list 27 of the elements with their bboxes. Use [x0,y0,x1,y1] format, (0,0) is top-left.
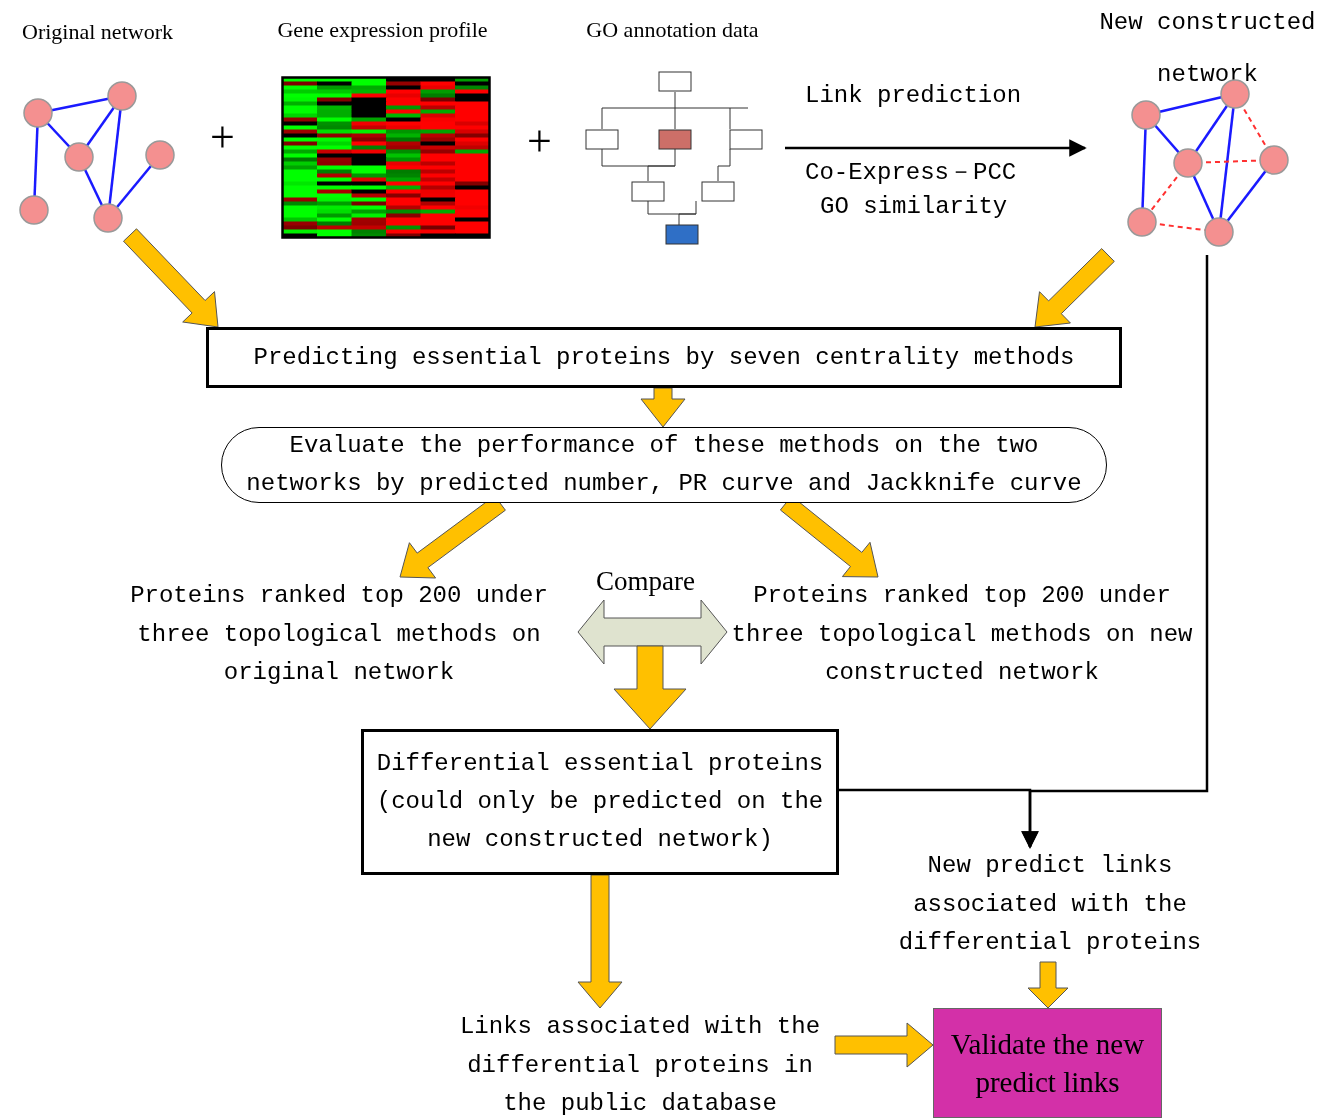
block-arrow [1027,961,1069,1009]
plus-sign: + [527,116,552,167]
block-arrow [577,599,728,665]
plus-sign: + [210,112,235,163]
network-title: New constructed network [1098,8,1317,90]
block-arrow [1034,248,1115,328]
result-box: Validate the new predict links [933,1008,1162,1118]
arrow [839,788,1039,849]
block-arrow [640,387,686,428]
step-text: New predict links associated with the differential proteins [885,847,1215,962]
step-text: Links associated with the differential proteins in the public database [445,1008,835,1118]
panel-title: GO annotation data [585,18,760,43]
process-box: Predicting essential proteins by seven centrality methods [206,327,1122,388]
edge-label: Link prediction [805,82,1022,109]
network-title: Original network [21,20,174,45]
block-arrow [577,874,623,1009]
block-arrow [613,645,687,730]
panel-title: Gene expression profile [276,18,489,43]
process-box: Differential essential proteins (could only be predicted on the new constructed network) [361,729,839,875]
step-text: Proteins ranked top 200 under three topological methods on original network [100,577,578,692]
block-arrow [834,1022,934,1068]
rounded-process-box: Evaluate the performance of these methods on the two networks by predicted number, PR curve and Jackknife curve [221,427,1107,503]
block-arrow [123,228,219,328]
step-text: Proteins ranked top 200 under three topological methods on new constructed network [727,577,1197,692]
method-label: Co-Express－PCC [805,158,1017,187]
arrow [785,139,1087,157]
method-label: GO similarity [820,193,1008,220]
